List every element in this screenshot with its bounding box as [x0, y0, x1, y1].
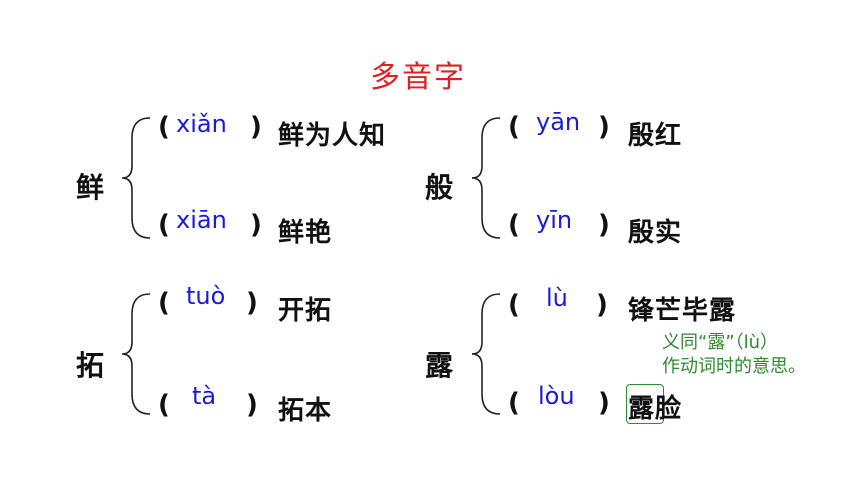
- group-1-pinyin-1: xiǎn: [176, 110, 227, 138]
- group-1-char: 鲜: [76, 171, 105, 204]
- paren-close: ): [598, 388, 610, 418]
- group-2-char: 般: [425, 171, 454, 204]
- group-2-pinyin-1: yān: [536, 108, 581, 136]
- highlight-box: [626, 384, 664, 424]
- group-4-word-1: 锋芒毕露: [628, 296, 737, 326]
- group-2-word-1: 殷红: [628, 121, 683, 151]
- paren-close: ): [598, 112, 610, 142]
- usage-note-line-2: 作动词时的意思。: [662, 356, 806, 377]
- paren-open: (: [158, 390, 170, 420]
- usage-note-line-1: 义同“露”（lù）: [662, 332, 779, 353]
- group-1-pinyin-2: xiān: [176, 206, 227, 234]
- group-3-pinyin-2: tà: [192, 382, 217, 410]
- paren-open: (: [508, 210, 520, 240]
- group-4-char: 露: [425, 349, 454, 382]
- group-4-word-2: 露脸: [628, 394, 683, 424]
- paren-open: (: [158, 288, 170, 318]
- paren-close: ): [250, 210, 262, 240]
- brace-icon: [471, 117, 501, 239]
- group-4-pinyin-2: lòu: [538, 382, 575, 410]
- group-3-word-1: 开拓: [278, 296, 333, 326]
- paren-open: (: [508, 112, 520, 142]
- brace-icon: [121, 293, 151, 415]
- paren-close: ): [598, 210, 610, 240]
- group-2-pinyin-2: yīn: [536, 206, 573, 234]
- group-2-word-2: 殷实: [628, 218, 683, 248]
- brace-icon: [121, 117, 151, 239]
- group-3-pinyin-1: tuò: [186, 282, 226, 310]
- page-title: 多音字: [370, 60, 466, 95]
- paren-open: (: [508, 388, 520, 418]
- paren-close: ): [246, 288, 258, 318]
- paren-close: ): [246, 390, 258, 420]
- paren-open: (: [508, 290, 520, 320]
- group-3-word-2: 拓本: [278, 396, 333, 426]
- paren-close: ): [596, 290, 608, 320]
- paren-open: (: [158, 112, 170, 142]
- brace-icon: [471, 293, 501, 415]
- group-4-pinyin-1: lù: [546, 284, 568, 312]
- group-1-word-2: 鲜艳: [278, 218, 333, 248]
- group-3-char: 拓: [76, 349, 105, 382]
- paren-close: ): [250, 112, 262, 142]
- paren-open: (: [158, 210, 170, 240]
- group-1-word-1: 鲜为人知: [278, 121, 387, 151]
